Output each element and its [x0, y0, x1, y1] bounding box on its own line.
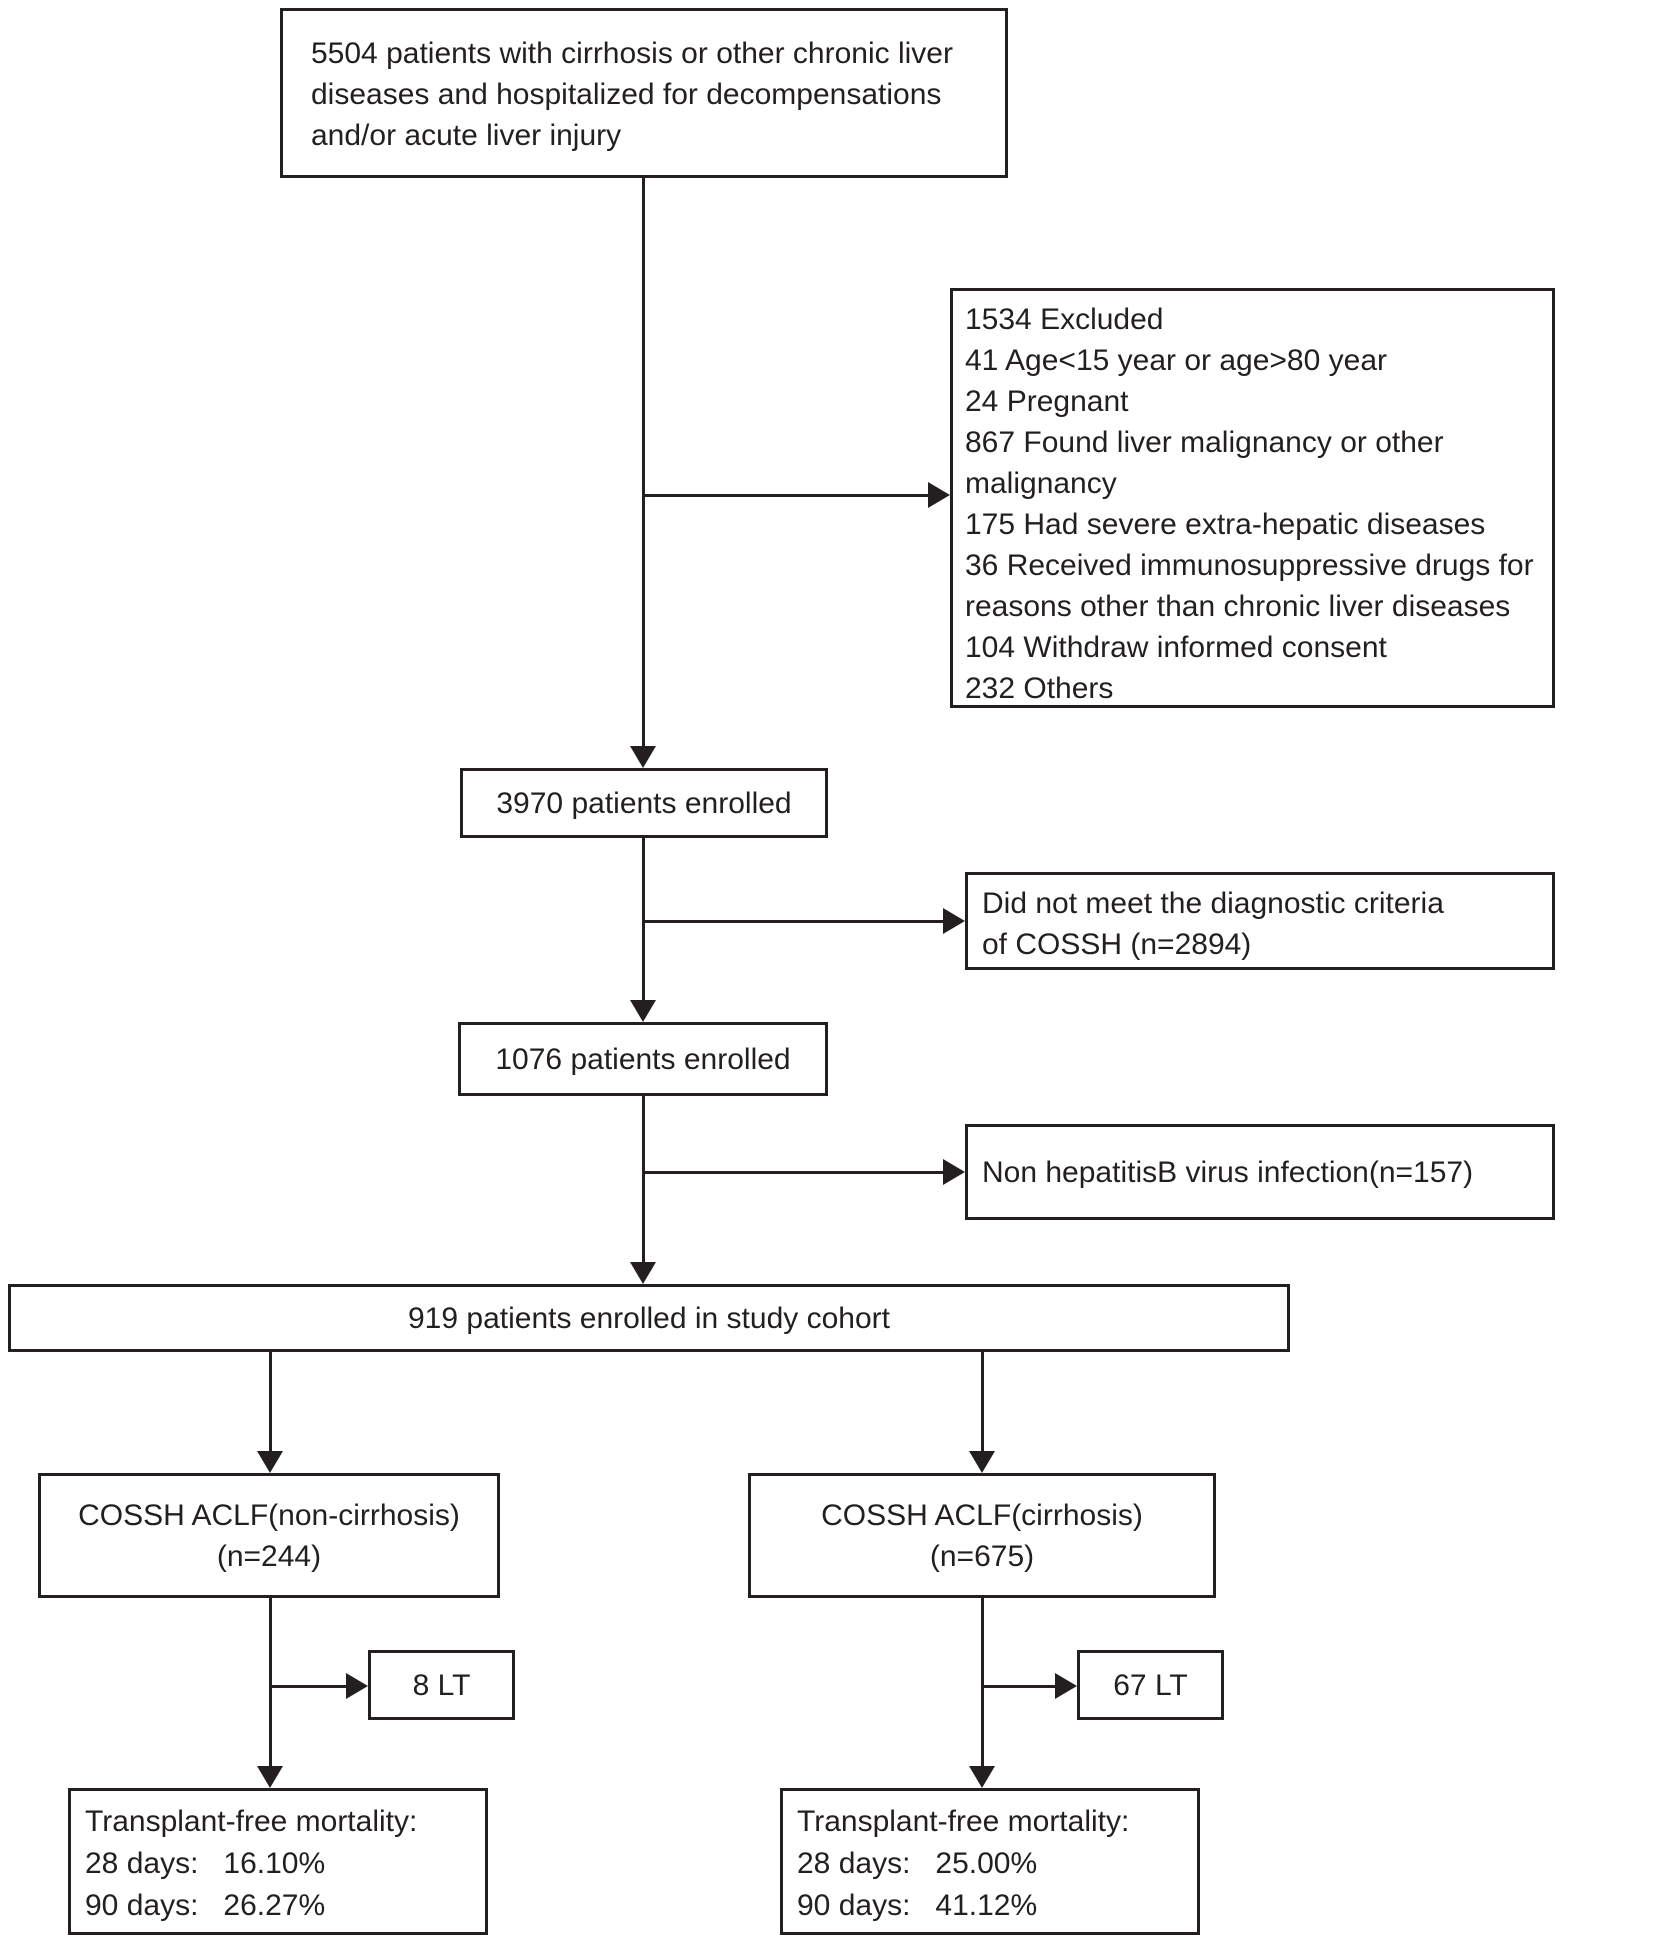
node-lt-right: 67 LT	[1077, 1650, 1224, 1720]
arrowhead-into-noncirrhosis	[257, 1451, 283, 1473]
node-initial-patients: 5504 patients with cirrhosis or other ch…	[280, 8, 1008, 178]
connector-to-non-hbv	[642, 1171, 943, 1174]
node-non-hbv: Non hepatitisB virus infection(n=157)	[965, 1124, 1555, 1220]
connector-cohort-to-noncirrhosis	[269, 1352, 272, 1451]
node-cossh-cirrhosis: COSSH ACLF(cirrhosis) (n=675)	[748, 1473, 1216, 1598]
node-cossh-non-cirrhosis: COSSH ACLF(non-cirrhosis) (n=244)	[38, 1473, 500, 1598]
connector-noncirrhosis-to-mortality	[269, 1598, 272, 1766]
arrowhead-into-cirrhosis	[969, 1451, 995, 1473]
connector-to-not-meet	[642, 920, 943, 923]
arrowhead-into-cohort	[630, 1262, 656, 1284]
arrowhead-into-not-meet	[943, 908, 965, 934]
node-not-meet-cossh: Did not meet the diagnostic criteria of …	[965, 872, 1555, 970]
node-excluded: 1534 Excluded 41 Age<15 year or age>80 y…	[950, 288, 1555, 708]
connector-1076-to-cohort	[642, 1096, 645, 1262]
arrowhead-into-mortality-left	[257, 1766, 283, 1788]
connector-to-lt-left	[269, 1685, 346, 1688]
arrowhead-into-3970	[630, 746, 656, 768]
connector-cohort-to-cirrhosis	[981, 1352, 984, 1451]
connector-3970-to-1076	[642, 838, 645, 1000]
node-lt-left: 8 LT	[368, 1650, 515, 1720]
arrowhead-into-lt-left	[346, 1673, 368, 1699]
connector-to-lt-right	[981, 1685, 1055, 1688]
connector-initial-to-3970	[642, 178, 645, 746]
arrowhead-into-1076	[630, 1000, 656, 1022]
connector-to-excluded	[642, 494, 928, 497]
node-enrolled-3970: 3970 patients enrolled	[460, 768, 828, 838]
connector-cirrhosis-to-mortality	[981, 1598, 984, 1766]
node-mortality-left: Transplant-free mortality: 28 days: 16.1…	[68, 1788, 488, 1935]
node-mortality-right: Transplant-free mortality: 28 days: 25.0…	[780, 1788, 1200, 1935]
node-study-cohort: 919 patients enrolled in study cohort	[8, 1284, 1290, 1352]
arrowhead-into-mortality-right	[969, 1766, 995, 1788]
arrowhead-into-excluded	[928, 482, 950, 508]
arrowhead-into-non-hbv	[943, 1159, 965, 1185]
arrowhead-into-lt-right	[1055, 1673, 1077, 1699]
node-enrolled-1076: 1076 patients enrolled	[458, 1022, 828, 1096]
